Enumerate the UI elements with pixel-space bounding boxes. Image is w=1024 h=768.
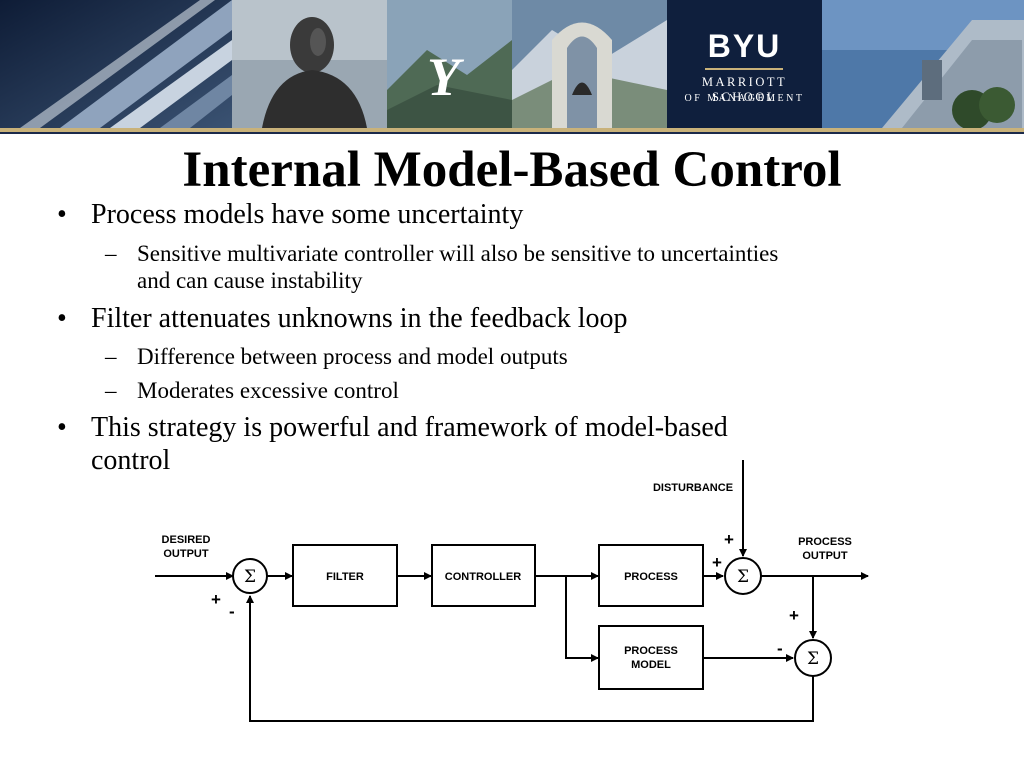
filter-block: [292, 544, 398, 607]
sub-bullet-item: – Moderates excessive control: [105, 377, 399, 404]
process-model-label-1: PROCESS: [624, 645, 678, 657]
sum3-top-plus-sign: +: [789, 606, 799, 625]
process-block: [598, 544, 704, 607]
bullet-marker: •: [57, 412, 67, 443]
bullet-item: • Process models have some uncertainty: [57, 198, 524, 231]
controller-block: [431, 544, 536, 607]
sub-bullet-text-line2: and can cause instability: [137, 268, 363, 293]
banner-photo-building: [0, 0, 232, 128]
process-model-block: [598, 625, 704, 690]
imc-block-diagram: Σ Σ Σ FILTER CONTROLLER PROCESS PROCESS …: [155, 460, 869, 722]
bullet-text-line2: control: [91, 445, 171, 476]
banner-photo-bell-tower: [512, 0, 667, 128]
sub-bullet-item: – Sensitive multivariate controller will…: [105, 240, 779, 294]
logo-school-subname: OF MANAGEMENT: [684, 93, 805, 104]
bullet-marker: •: [57, 303, 67, 334]
bullet-marker: •: [57, 199, 67, 230]
logo-wordmark: BYU: [707, 28, 782, 64]
sigma-3: Σ: [807, 649, 819, 669]
disturbance-label: DISTURBANCE: [653, 482, 733, 494]
logo-divider: [705, 68, 783, 70]
sigma-1: Σ: [244, 567, 256, 587]
sum1-plus-sign: +: [211, 590, 221, 609]
banner-gold-rule: [0, 128, 1024, 132]
sum-junction-1: [232, 558, 268, 594]
process-output-label-1: PROCESS: [798, 536, 852, 548]
sum-junction-2: [724, 557, 762, 595]
sub-bullet-text-line1: Sensitive multivariate controller will a…: [137, 241, 779, 266]
dash-marker: –: [105, 241, 117, 266]
sigma-2: Σ: [737, 567, 749, 587]
process-model-label-2: MODEL: [631, 659, 671, 671]
banner-photo-statue: [232, 0, 387, 128]
desired-output-label-2: OUTPUT: [163, 548, 209, 560]
banner-photo-mountain-y: Y: [387, 0, 512, 128]
sum2-left-plus-sign: +: [712, 553, 722, 572]
bullet-text-line1: This strategy is powerful and framework …: [91, 412, 728, 443]
banner-photo-glass-building: [822, 0, 1024, 128]
desired-output-label-1: DESIRED: [162, 534, 211, 546]
sub-bullet-item: – Difference between process and model o…: [105, 343, 568, 370]
banner-bottom-line: [0, 132, 1024, 134]
filter-label: FILTER: [326, 571, 364, 583]
sum1-minus-sign: -: [229, 602, 235, 621]
sub-bullet-text: Difference between process and model out…: [137, 344, 568, 369]
dash-marker: –: [105, 344, 117, 369]
sum3-left-minus-sign: -: [777, 639, 783, 658]
sub-bullet-text: Moderates excessive control: [137, 378, 399, 403]
logo-school-name: MARRIOTT SCHOOL: [701, 75, 788, 104]
bullet-item: • Filter attenuates unknowns in the feed…: [57, 302, 628, 335]
process-output-label-2: OUTPUT: [802, 550, 848, 562]
slide-title: Internal Model-Based Control: [182, 142, 842, 198]
svg-text:Y: Y: [427, 47, 465, 107]
controller-label: CONTROLLER: [445, 571, 521, 583]
arrow-controller-to-model: [565, 576, 599, 662]
bullet-item: • This strategy is powerful and framewor…: [57, 411, 728, 477]
byu-marriott-logo: BYU MARRIOTT SCHOOL OF MANAGEMENT: [667, 0, 822, 128]
bullet-text: Process models have some uncertainty: [91, 199, 524, 230]
sum2-top-plus-sign: +: [724, 530, 734, 549]
header-banner: Y BYU MARRIOTT SCHOOL OF MANAGEMENT: [0, 0, 1024, 132]
arrow-feedback: [246, 595, 814, 722]
process-label: PROCESS: [624, 571, 678, 583]
sum-junction-3: [794, 639, 832, 677]
dash-marker: –: [105, 378, 117, 403]
bullet-text: Filter attenuates unknowns in the feedba…: [91, 303, 628, 334]
